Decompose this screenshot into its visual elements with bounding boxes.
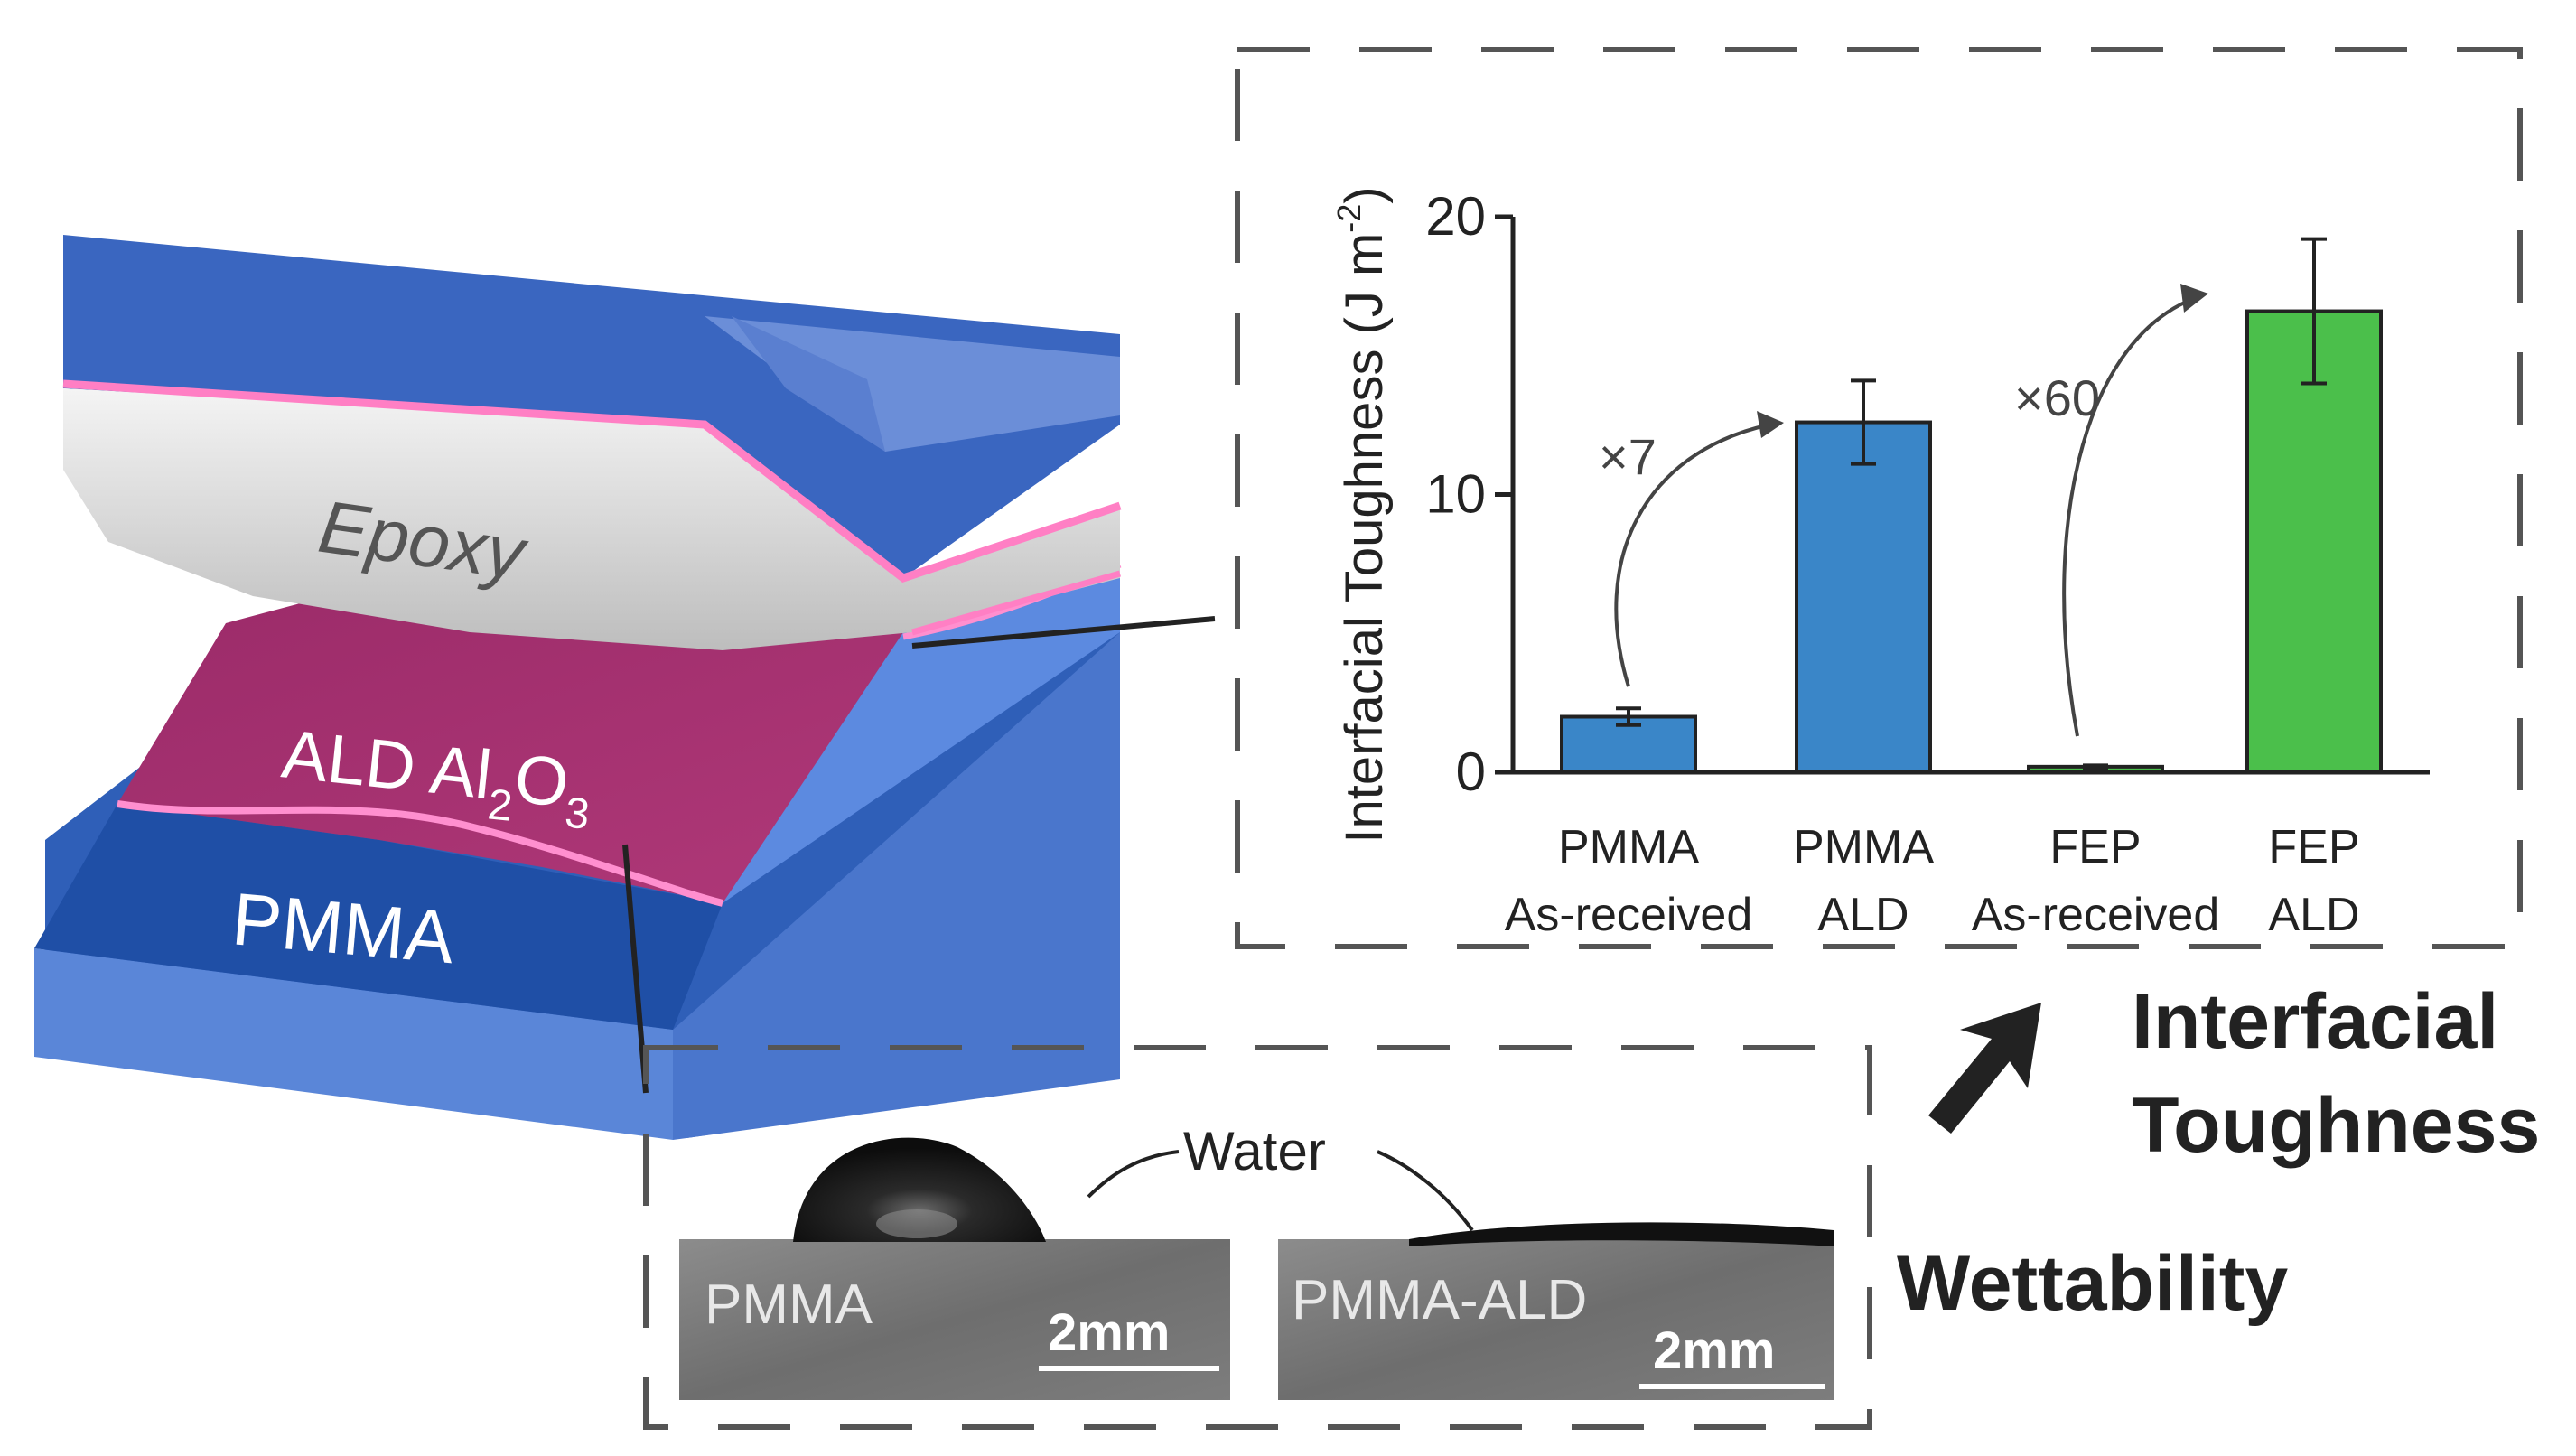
toughness-bar-chart: Interfacial Toughness (J m-2) 0 10 20 PMMA…: [1330, 186, 2430, 941]
photo-pmma-ald-label: PMMA-ALD: [1292, 1269, 1587, 1331]
x-label-line2: ALD: [1817, 889, 1909, 941]
x-label-line2: As-received: [1972, 889, 2220, 941]
pmma-label: PMMA: [229, 878, 457, 979]
bars: [1560, 237, 2383, 774]
pmma-block-side: [673, 632, 1120, 1140]
arrow-x7-head: [1757, 411, 1784, 438]
annotation-x60: ×60: [2014, 369, 2100, 426]
photo-pmma: [679, 1239, 1230, 1400]
dashed-boxes: [643, 47, 2523, 1430]
arrow-up-right-icon: [1928, 1003, 2041, 1134]
bar-1: [1795, 420, 1932, 774]
y-tick-label: 0: [1456, 742, 1486, 802]
y-axis-label: Interfacial Toughness (J m-2): [1330, 186, 1394, 843]
toughness-heading-line2: Toughness: [2132, 1082, 2540, 1169]
arrow-x60-head: [2180, 284, 2208, 313]
x-label-line2: ALD: [2268, 889, 2359, 941]
leader-line-wettability: [622, 844, 649, 1094]
x-label-line1: FEP: [2049, 821, 2141, 873]
chart-dashed-box: [1235, 47, 2523, 949]
photo-pmma-ald: [1278, 1239, 1834, 1400]
scale-bar-left-label: 2mm: [1048, 1303, 1170, 1362]
arrow-x60: [2062, 296, 2196, 737]
leader-line-chart: [911, 616, 1216, 649]
x-label-line1: FEP: [2268, 821, 2359, 873]
ald-pink-edge: [117, 800, 723, 907]
annotation-x7: ×7: [1599, 428, 1657, 485]
y-tick-label: 20: [1425, 186, 1486, 247]
epoxy-layer: [63, 388, 1120, 650]
pmma-top-face: [34, 804, 723, 1030]
ald-label: ALD Al2O3: [277, 715, 597, 838]
water-label: Water: [1183, 1121, 1326, 1181]
top-block-v: [732, 316, 885, 452]
ald-layer: [117, 560, 1120, 903]
wettability-heading: Wettability: [1897, 1240, 2288, 1327]
wettability-dashed-box: [643, 1045, 1872, 1430]
x-label-line1: PMMA: [1793, 821, 1934, 873]
scale-bar-right-label: 2mm: [1653, 1321, 1775, 1380]
toughness-heading-line1: Interfacial: [2132, 978, 2498, 1065]
x-labels: PMMA As-received PMMA ALD FEP As-received FEP A…: [1505, 821, 2360, 941]
arrow-x7: [1614, 423, 1771, 687]
toughness-heading: Interfacial Toughness: [1928, 978, 2540, 1169]
photo-pmma-label: PMMA: [705, 1274, 873, 1336]
y-tick-label: 10: [1425, 464, 1486, 525]
water-film-pmma-ald: [1409, 1222, 1834, 1246]
x-label-line2: As-received: [1505, 889, 1753, 941]
pmma-block-front: [34, 948, 673, 1140]
top-block-top: [63, 235, 1120, 578]
water-drop-pmma: [793, 1137, 1046, 1242]
top-block-face: [705, 316, 1120, 452]
drop-highlight: [876, 1209, 957, 1238]
wettability-photos: PMMA 2mm PMMA-ALD 2mm Water: [679, 1121, 1834, 1400]
water-leader-left: [1087, 1150, 1180, 1199]
water-leader-right: [1377, 1150, 1474, 1232]
ald-side: [723, 560, 1120, 903]
x-label-line1: PMMA: [1558, 821, 1699, 873]
bar-3: [2245, 309, 2383, 774]
y-ticks: 0 10 20: [1425, 186, 1513, 802]
epoxy-pink-bottom: [911, 570, 1121, 636]
layer-schematic: Epoxy ALD Al2O3 PMMA: [34, 235, 1216, 1140]
epoxy-pink-top: [62, 379, 1122, 583]
